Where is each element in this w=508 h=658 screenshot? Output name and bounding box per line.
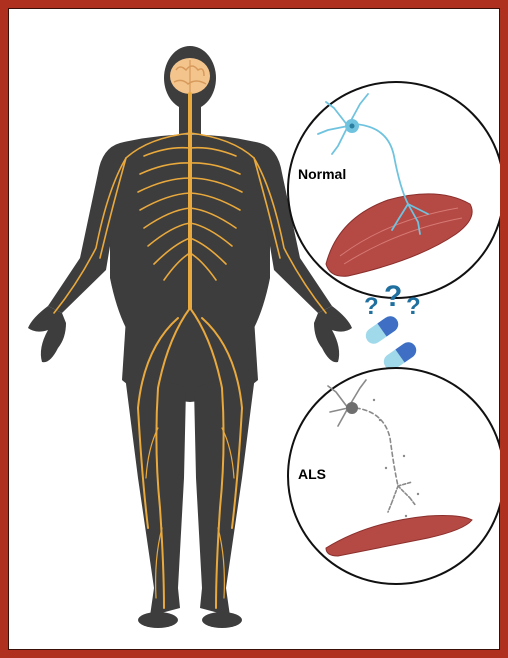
normal-circle xyxy=(288,82,500,298)
illustration: ? ? ? xyxy=(8,8,500,650)
als-label: ALS xyxy=(298,466,326,482)
normal-label: Normal xyxy=(298,166,346,182)
svg-text:?: ? xyxy=(406,293,421,320)
pill-capsules-icon xyxy=(363,313,420,373)
svg-text:?: ? xyxy=(364,293,379,320)
svg-text:?: ? xyxy=(384,280,402,313)
brain-icon xyxy=(170,58,210,94)
